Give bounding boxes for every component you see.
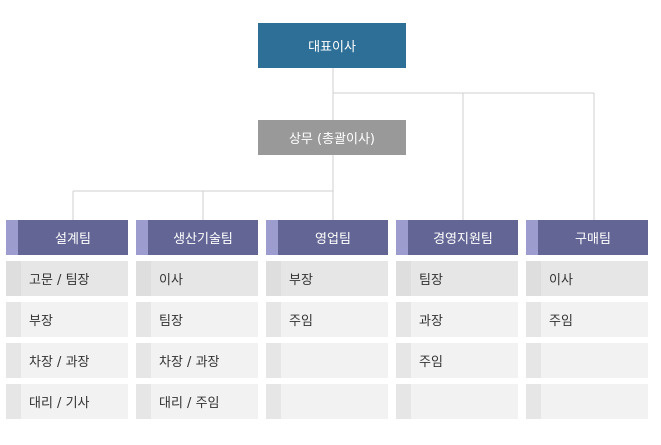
team-member-row: [266, 343, 388, 378]
team-member-row: 차장 / 과장: [136, 343, 258, 378]
team-management-support: 경영지원팀 팀장 과장 주임: [396, 220, 518, 419]
team-member-row: 이사: [526, 261, 648, 296]
team-member-row: 팀장: [136, 302, 258, 337]
team-header: 설계팀: [6, 220, 128, 255]
team-member-row: 과장: [396, 302, 518, 337]
team-member-row: 이사: [136, 261, 258, 296]
team-purchasing: 구매팀 이사 주임: [526, 220, 648, 419]
team-member-row: 주임: [266, 302, 388, 337]
team-member-row: 팀장: [396, 261, 518, 296]
team-name: 생산기술팀: [173, 232, 233, 247]
ceo-box: 대표이사: [258, 23, 406, 68]
team-header: 영업팀: [266, 220, 388, 255]
team-member-row: 대리 / 주임: [136, 384, 258, 419]
team-sales: 영업팀 부장 주임: [266, 220, 388, 419]
team-header: 구매팀: [526, 220, 648, 255]
team-name: 구매팀: [575, 232, 611, 247]
team-header: 경영지원팀: [396, 220, 518, 255]
team-member-row: 고문 / 팀장: [6, 261, 128, 296]
team-member-row: 주임: [396, 343, 518, 378]
team-member-row: [266, 384, 388, 419]
team-member-row: [396, 384, 518, 419]
vp-label: 상무 (총괄이사): [288, 132, 376, 147]
team-name: 영업팀: [315, 232, 351, 247]
team-header: 생산기술팀: [136, 220, 258, 255]
team-member-row: 대리 / 기사: [6, 384, 128, 419]
team-name: 경영지원팀: [433, 232, 493, 247]
ceo-label: 대표이사: [308, 40, 356, 55]
team-member-row: 부장: [6, 302, 128, 337]
team-member-row: [526, 343, 648, 378]
team-name: 설계팀: [55, 232, 91, 247]
team-member-row: 부장: [266, 261, 388, 296]
team-production-tech: 생산기술팀 이사 팀장 차장 / 과장 대리 / 주임: [136, 220, 258, 419]
team-member-row: 차장 / 과장: [6, 343, 128, 378]
vp-box: 상무 (총괄이사): [258, 120, 406, 155]
team-member-row: 주임: [526, 302, 648, 337]
team-member-row: [526, 384, 648, 419]
team-design: 설계팀 고문 / 팀장 부장 차장 / 과장 대리 / 기사: [6, 220, 128, 419]
